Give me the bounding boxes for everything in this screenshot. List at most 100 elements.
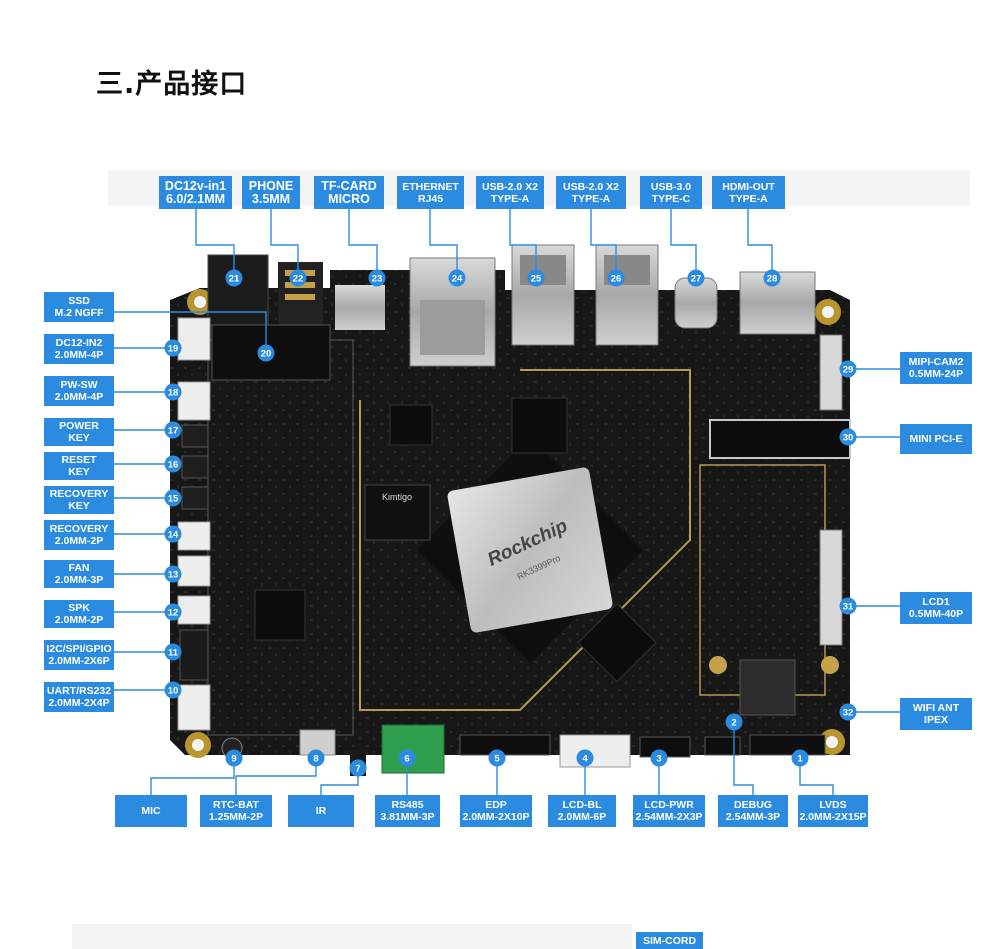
- callout-label-line: LCD1: [922, 596, 950, 608]
- callout-label-line: FAN: [68, 562, 90, 574]
- callout-label-line: 6.0/2.1MM: [165, 191, 226, 206]
- callout-number: 30: [843, 433, 854, 444]
- callout-number: 21: [229, 274, 240, 285]
- mini-pcie-slot: [709, 419, 851, 459]
- callout-number: 16: [168, 460, 179, 471]
- callout-label-line: IPEX: [924, 714, 948, 726]
- callout-label-line: KEY: [68, 500, 90, 512]
- leader-line: [235, 758, 317, 795]
- callout-number: 5: [494, 754, 500, 765]
- callout-label-line: 2.0MM-2X10P: [462, 811, 530, 823]
- leader-line: [509, 209, 537, 278]
- leader-line: [590, 209, 617, 278]
- emmc-chip: [364, 484, 431, 541]
- callout-number: 18: [168, 388, 179, 399]
- callout-number: 11: [168, 648, 179, 659]
- callout-label-line: LCD-BL: [562, 799, 602, 811]
- callout-number: 3: [656, 754, 661, 765]
- callout-label-line: TYPE-A: [729, 192, 768, 205]
- callout-label-line: PHONE: [248, 178, 294, 193]
- callout-number-dot: [307, 749, 325, 767]
- callout-label-line: 1.25MM-2P: [208, 811, 264, 823]
- callout-label-line: 2.0MM-2X4P: [48, 697, 110, 709]
- callout-number-dot: [763, 269, 781, 287]
- callout-label-line: ETHERNET: [402, 180, 459, 193]
- callout-label-line: 3.81MM-3P: [380, 811, 435, 823]
- callout-number: 1: [797, 754, 803, 765]
- callout-label-line: DC12-IN2: [55, 337, 103, 349]
- chips: Rockchip RK3399Pro Kimtigo: [254, 397, 796, 716]
- callout-label-line: 2.0MM-2X15P: [799, 811, 867, 823]
- callout-number: 22: [293, 274, 304, 285]
- callout-number: 17: [168, 426, 179, 437]
- callout-number: 28: [767, 274, 778, 285]
- callout-label-line: RTC-BAT: [213, 799, 259, 811]
- leader-line: [348, 209, 378, 278]
- callout-number: 13: [168, 570, 179, 581]
- callout-number-dot: [225, 749, 243, 767]
- leader-line: [150, 758, 235, 795]
- callout-label-line: LVDS: [819, 799, 847, 811]
- callout-number: 23: [372, 274, 383, 285]
- callout-label-line: 2.0MM-6P: [557, 811, 607, 823]
- page-heading: 三.产品接口: [96, 69, 248, 100]
- callout-number: 20: [261, 349, 272, 360]
- callout-number-dot: [839, 597, 857, 615]
- bottom-band: [72, 924, 632, 949]
- callout-label-line: 3.5MM: [251, 191, 291, 206]
- callout-label-line: I2C/SPI/GPIO: [46, 643, 112, 655]
- dc-jack: [207, 254, 269, 326]
- callout-number: 12: [168, 608, 179, 619]
- leader-line: [670, 209, 697, 278]
- ram-chip: [511, 397, 568, 454]
- callout-label-7: IR: [288, 795, 354, 827]
- callout-label-line: 2.54MM-3P: [725, 811, 781, 823]
- callout-number: 8: [313, 754, 318, 765]
- callout-label-line: 0.5MM-24P: [908, 368, 964, 380]
- callout-number-dot: [164, 525, 182, 543]
- callout-number-dot: [448, 269, 466, 287]
- callout-label-30: MINI PCI-E: [900, 424, 972, 454]
- callout-number: 2: [731, 718, 736, 729]
- left-connectors: [177, 317, 211, 731]
- callout-label-line: DC12v-in1: [164, 178, 227, 193]
- leader-line: [195, 209, 235, 278]
- callout-label-line: WIFI ANT: [912, 702, 960, 714]
- callout-label-line: TYPE-A: [571, 192, 611, 205]
- callout-number: 7: [355, 764, 360, 775]
- callout-label-line: RECOVERY: [49, 523, 109, 535]
- callout-number: 31: [843, 602, 854, 613]
- callout-label-line: SPK: [68, 602, 90, 614]
- callout-number-dot: [164, 565, 182, 583]
- leader-line: [114, 311, 267, 353]
- callout-label-line: M.2 NGFF: [54, 307, 104, 319]
- callout-number-dot: [839, 428, 857, 446]
- callout-number-dot: [687, 269, 705, 287]
- callout-label-line: MIPI-CAM2: [908, 356, 964, 368]
- callout-number-dot: [164, 643, 182, 661]
- callout-number: 10: [168, 686, 179, 697]
- leader-line: [429, 209, 458, 278]
- callout-number-dot: [527, 269, 545, 287]
- callout-label-line: KEY: [68, 466, 90, 478]
- wifi-connector: [709, 656, 727, 674]
- callout-label-line: MIC: [141, 805, 161, 817]
